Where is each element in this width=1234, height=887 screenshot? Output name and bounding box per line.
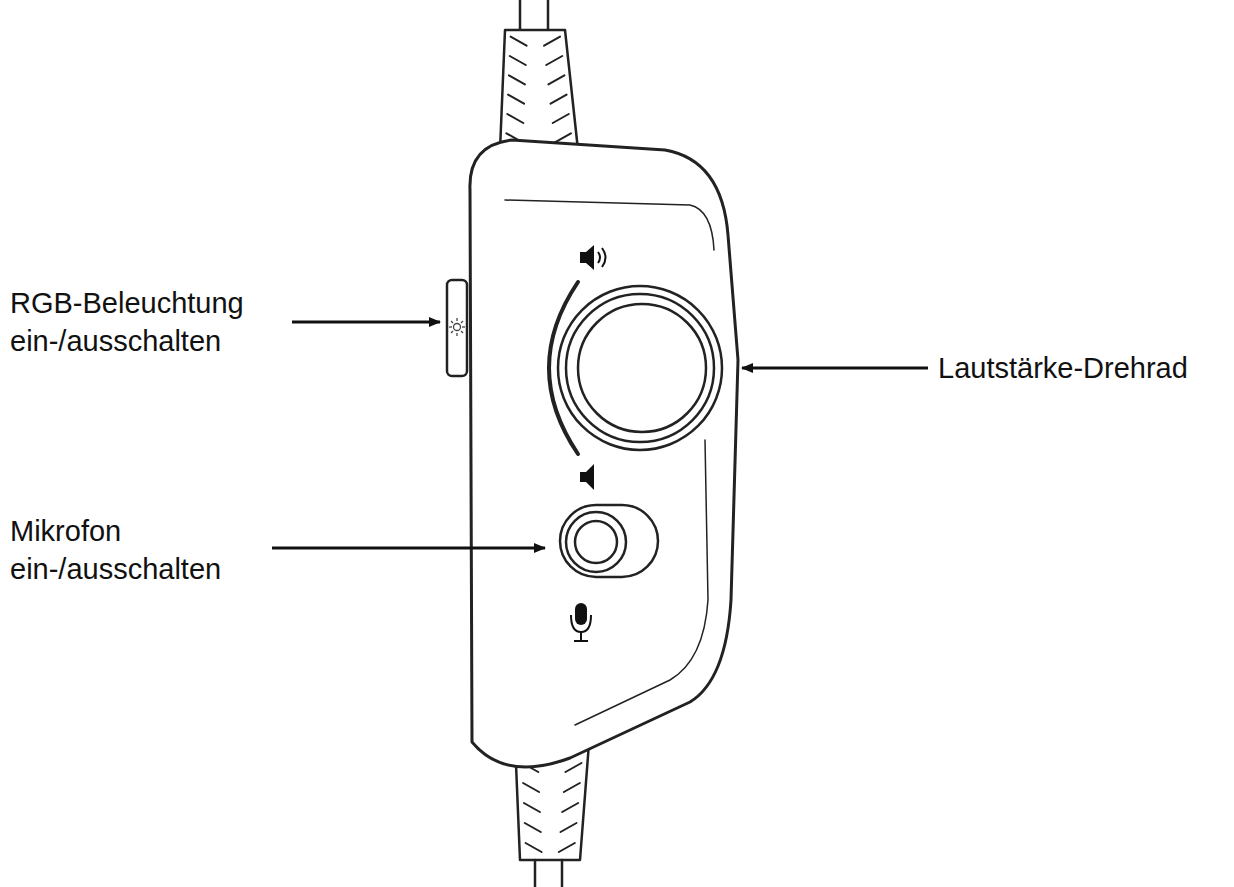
strain-relief [500, 30, 578, 150]
mic-button-housing [560, 505, 658, 577]
remote-housing [470, 140, 738, 767]
cable [547, 0, 550, 30]
volume-wheel [558, 286, 722, 450]
part-label: RGB-Beleuchtung ein-/ausschalten [10, 284, 244, 360]
housing-edge [505, 200, 714, 250]
leader-arrow [742, 367, 928, 370]
groove [526, 843, 575, 852]
groove [510, 56, 563, 65]
groove [524, 803, 578, 812]
speaker-loud-icon [580, 245, 606, 270]
part-label: Lautstärke-Drehrad [938, 349, 1188, 387]
part-label: Mikrofon ein-/ausschalten [10, 512, 221, 588]
groove [509, 75, 565, 84]
speaker-quiet-icon [580, 464, 594, 490]
cable [519, 0, 522, 30]
leader-arrow [292, 321, 440, 324]
rgb-side-button [447, 280, 467, 376]
strain-relief-grooves [506, 37, 571, 143]
groove [507, 114, 569, 123]
volume-wheel [578, 304, 706, 432]
mic-button [575, 521, 617, 563]
microphone-icon [571, 603, 591, 641]
cable [534, 860, 537, 887]
groove [511, 37, 560, 46]
cable [561, 860, 564, 887]
volume-scale-arc [549, 282, 578, 454]
light-icon [449, 318, 465, 336]
groove [523, 783, 580, 792]
leader-arrow [272, 547, 545, 550]
volume-wheel [566, 294, 714, 442]
mic-button [566, 512, 626, 572]
groove [508, 95, 566, 104]
groove [525, 823, 577, 832]
housing-edge [575, 440, 708, 725]
